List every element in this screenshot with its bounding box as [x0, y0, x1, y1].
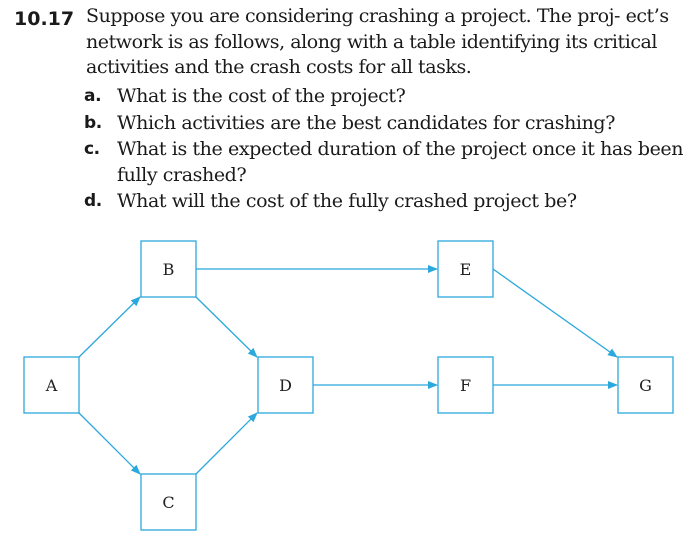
question-list: a. What is the cost of the project? b. W… [84, 84, 689, 216]
node-d: D [257, 356, 314, 414]
question-text: What will the cost of the fully crashed … [117, 190, 577, 212]
question-b: b. Which activities are the best candida… [84, 111, 689, 137]
question-text: What is the cost of the project? [117, 85, 406, 107]
node-box [257, 356, 314, 414]
node-f: F [437, 356, 494, 414]
node-label: B [163, 260, 175, 279]
edge-e-g [492, 268, 618, 358]
question-letter: b. [84, 112, 102, 133]
node-g: G [617, 356, 674, 414]
node-label: D [279, 376, 292, 395]
node-b: B [140, 240, 197, 298]
node-box [617, 356, 674, 414]
question-letter: a. [84, 86, 102, 106]
question-text: What is the expected duration of the pro… [117, 138, 684, 186]
edge-c-d [195, 412, 258, 475]
question-text: Which activities are the best candidates… [117, 111, 615, 134]
node-label: F [460, 376, 471, 395]
node-box [140, 473, 197, 531]
node-label: E [460, 260, 472, 279]
question-letter: c. [84, 139, 100, 159]
question-c: c. What is the expected duration of the … [84, 137, 689, 188]
question-d: d. What will the cost of the fully crash… [84, 189, 689, 215]
edge-a-b [78, 296, 141, 358]
node-a: A [23, 356, 80, 414]
node-label: A [45, 376, 58, 395]
node-box [23, 356, 80, 414]
problem-statement: Suppose you are considering crashing a p… [86, 5, 669, 78]
edge-a-c [78, 412, 141, 475]
edge-b-d [195, 296, 258, 358]
node-label: G [639, 376, 652, 395]
problem-number: 10.17 [14, 8, 75, 30]
node-c: C [140, 473, 197, 531]
question-a: a. What is the cost of the project? [84, 84, 689, 110]
node-box [437, 240, 494, 298]
node-box [437, 356, 494, 414]
node-box [140, 240, 197, 298]
question-letter: d. [84, 191, 102, 211]
node-e: E [437, 240, 494, 298]
node-label: C [162, 493, 174, 512]
